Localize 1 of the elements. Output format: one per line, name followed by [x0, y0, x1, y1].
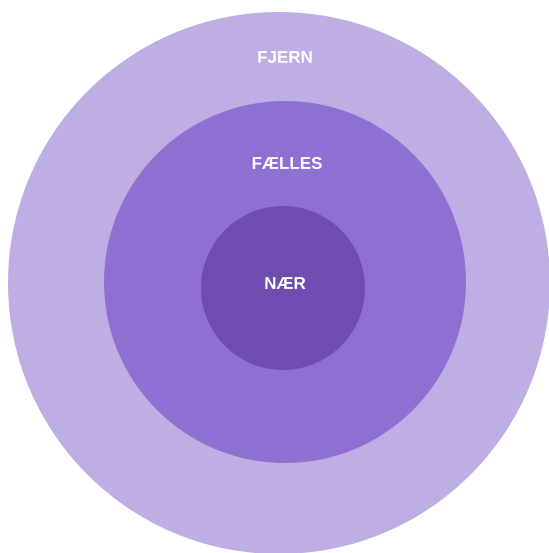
ring: NÆR — [201, 206, 365, 370]
